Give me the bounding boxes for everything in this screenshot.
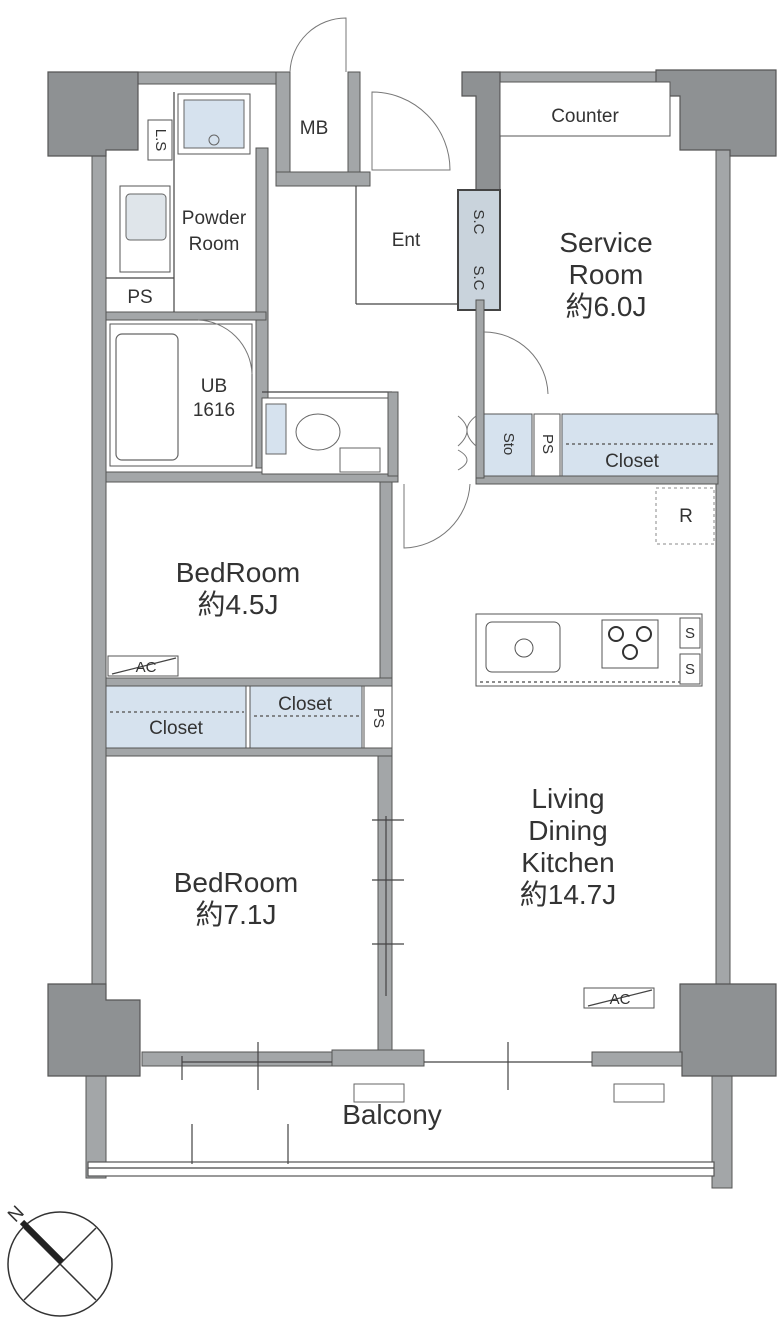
ls-label: L.S (152, 129, 169, 152)
sc-label-2: S.C (470, 265, 487, 290)
ps-upper-label: PS (127, 287, 152, 308)
ac-right-label: AC (610, 991, 631, 1008)
ps-mid-label: PS (370, 708, 387, 728)
bedroom-a-label-2: 約4.5J (198, 589, 279, 620)
ent-label: Ent (392, 230, 421, 251)
kitchen-counter (475, 487, 715, 687)
closets (105, 413, 719, 749)
sc-label-1: S.C (470, 209, 487, 234)
bedroom-a-label-1: BedRoom (176, 557, 301, 588)
labels: MB L.S Powder Room PS UB 1616 Ent S.C S.… (4, 106, 695, 1227)
service-room-label-1: Service (559, 227, 652, 258)
r-label: R (679, 506, 693, 527)
interior-walls (105, 71, 719, 1051)
service-room-label-3: 約6.0J (566, 291, 647, 322)
mb-label: MB (300, 118, 329, 139)
ldk-label-2: Dining (528, 815, 607, 846)
ub-label-2: 1616 (193, 400, 235, 421)
powder-room-label-2: Room (189, 234, 240, 255)
closet-service-label: Closet (605, 451, 660, 472)
sto-label: Sto (500, 433, 517, 456)
powder-room-label-1: Powder (182, 208, 247, 229)
exterior-walls (85, 71, 733, 1189)
ac-left-label: AC (136, 659, 157, 676)
compass (7, 1211, 113, 1317)
ldk-label-3: Kitchen (521, 847, 614, 878)
ac-units (107, 655, 655, 1009)
counter-label: Counter (551, 106, 619, 127)
bedroom-b-label-2: 約7.1J (196, 899, 277, 930)
closet-left-label: Closet (149, 718, 204, 739)
s-label-1: S (685, 625, 695, 642)
service-room-label-2: Room (569, 259, 644, 290)
ldk-label-1: Living (531, 783, 604, 814)
columns (47, 69, 777, 1077)
balcony-label: Balcony (342, 1099, 442, 1130)
doors (197, 17, 549, 549)
ps-service-label: PS (539, 434, 556, 454)
windows (181, 816, 665, 1164)
closet-mid-label: Closet (278, 694, 333, 715)
s-label-2: S (685, 661, 695, 678)
counter (499, 81, 671, 137)
ldk-label-4: 約14.7J (520, 879, 617, 910)
bath-fixtures (109, 93, 389, 475)
ub-label-1: UB (201, 376, 227, 397)
bedroom-b-label-1: BedRoom (174, 867, 299, 898)
